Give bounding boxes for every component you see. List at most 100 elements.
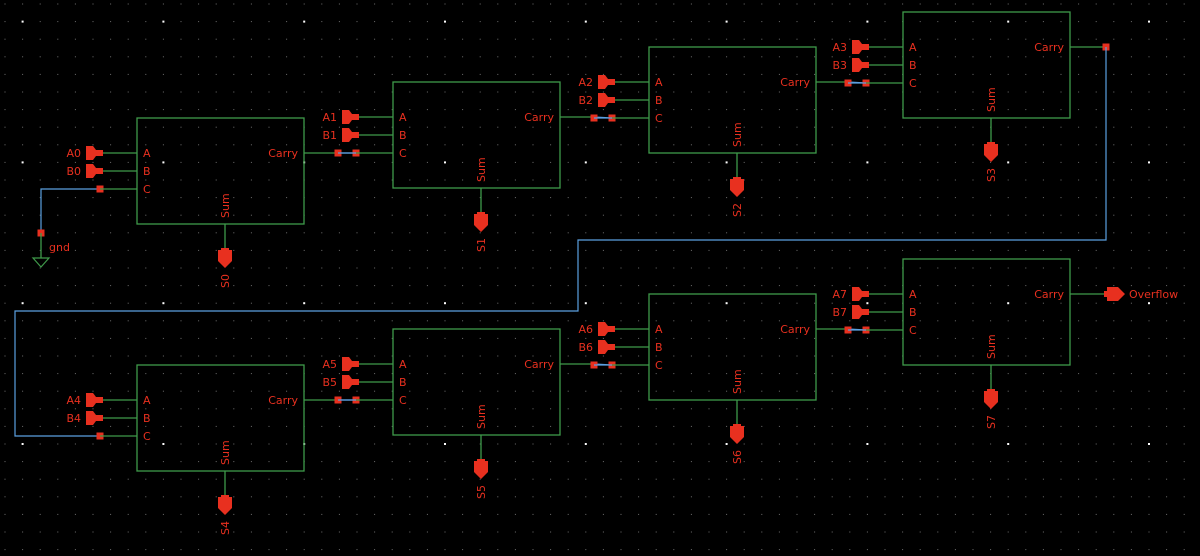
grid-dot (250, 179, 252, 181)
input-pin-b7[interactable] (852, 305, 869, 319)
output-pin-s7[interactable] (984, 389, 998, 409)
grid-dot (374, 267, 376, 269)
grid-dot (110, 408, 112, 410)
grid-dot (673, 249, 675, 251)
grid-dot (937, 109, 939, 111)
grid-dot-major (1007, 443, 1010, 445)
input-pin-b3[interactable] (852, 58, 869, 72)
grid-dot (145, 461, 147, 463)
grid-dot (1078, 91, 1080, 93)
output-pin-s0[interactable] (218, 248, 232, 268)
grid-dot (1078, 197, 1080, 199)
grid-dot (814, 56, 816, 58)
grid-dot (479, 232, 481, 234)
grid-dot (92, 232, 94, 234)
grid-dot (514, 214, 516, 216)
input-pin-b2[interactable] (598, 93, 615, 107)
grid-dot (286, 531, 288, 533)
output-pin-s3[interactable] (984, 142, 998, 162)
grid-dot (954, 232, 956, 234)
grid-dot (162, 109, 164, 111)
grid-dot (391, 443, 393, 445)
output-pin-overflow[interactable] (1104, 287, 1125, 301)
grid-dot (1042, 513, 1044, 515)
grid-dot (1148, 214, 1150, 216)
grid-dot (444, 390, 446, 392)
grid-dot (409, 179, 411, 181)
input-pin-b1[interactable] (342, 128, 359, 142)
grid-dot (567, 337, 569, 339)
grid-dot (426, 73, 428, 75)
grid-dot (233, 3, 235, 5)
output-pin-s4[interactable] (218, 495, 232, 515)
grid-dot (690, 267, 692, 269)
grid-dot (233, 126, 235, 128)
grid-dot (1060, 3, 1062, 5)
grid-dot (655, 390, 657, 392)
input-pin-b5[interactable] (342, 375, 359, 389)
grid-dot (550, 56, 552, 58)
grid-dot (778, 161, 780, 163)
grid-dot (180, 3, 182, 5)
grid-dot (655, 496, 657, 498)
input-pin-a4[interactable] (86, 393, 103, 407)
input-pin-a6[interactable] (598, 322, 615, 336)
output-pin-s1[interactable] (474, 212, 488, 232)
grid-dot (391, 302, 393, 304)
grid-dot (1183, 91, 1185, 93)
input-pin-a7[interactable] (852, 287, 869, 301)
grid-dot (708, 355, 710, 357)
grid-dot (726, 73, 728, 75)
grid-dot (602, 531, 604, 533)
grid-dot (1025, 161, 1027, 163)
output-pin-s6[interactable] (730, 424, 744, 444)
grid-dot (338, 461, 340, 463)
grid-dot-major (725, 302, 728, 305)
grid-dot (409, 461, 411, 463)
grid-dot (849, 478, 851, 480)
input-pin-a5[interactable] (342, 357, 359, 371)
grid-dot (444, 126, 446, 128)
grid-dot (602, 513, 604, 515)
grid-dot (233, 285, 235, 287)
input-pin-b6[interactable] (598, 340, 615, 354)
grid-dot (690, 320, 692, 322)
input-label-a4: A4 (66, 394, 81, 407)
input-pin-b4[interactable] (86, 411, 103, 425)
output-pin-s5[interactable] (474, 459, 488, 479)
grid-dot (268, 109, 270, 111)
grid-dot (655, 443, 657, 445)
grid-dot (620, 373, 622, 375)
input-pin-a3[interactable] (852, 40, 869, 54)
output-pin-s2[interactable] (730, 177, 744, 197)
grid-dot (426, 179, 428, 181)
grid-dot (902, 461, 904, 463)
grid-dot (462, 355, 464, 357)
grid-dot (761, 249, 763, 251)
input-pin-a0[interactable] (86, 146, 103, 160)
grid-dot (1078, 232, 1080, 234)
port-label-carry: Carry (268, 394, 298, 407)
grid-dot (497, 285, 499, 287)
grid-dot (1148, 390, 1150, 392)
input-pin-b0[interactable] (86, 164, 103, 178)
grid-dot (1025, 513, 1027, 515)
grid-dot (814, 355, 816, 357)
grid-dot (426, 21, 428, 23)
grid-dot (1113, 513, 1115, 515)
input-pin-a1[interactable] (342, 110, 359, 124)
input-pin-a2[interactable] (598, 75, 615, 89)
grid-dot (4, 91, 6, 93)
grid-dot (268, 161, 270, 163)
grid-dot (268, 91, 270, 93)
grid-dot (602, 496, 604, 498)
